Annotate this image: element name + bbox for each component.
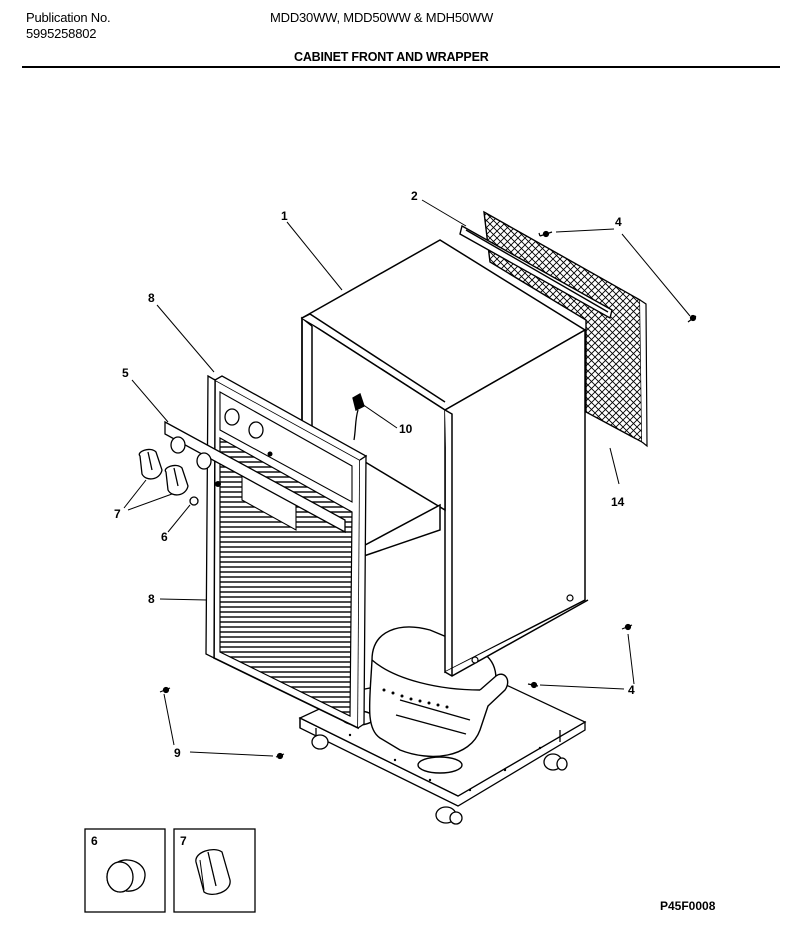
callout-5: 5: [122, 366, 129, 380]
model-numbers: MDD30WW, MDD50WW & MDH50WW: [270, 10, 494, 25]
callout-8-grille: 8: [148, 592, 155, 606]
callout-10: 10: [399, 422, 413, 436]
compressor-dots: [382, 688, 449, 709]
callout-8-top: 8: [148, 291, 155, 305]
callout-4-bottom: 4: [628, 683, 635, 697]
screw-hole: [471, 656, 479, 664]
control-knobs: [138, 448, 189, 496]
screws: [159, 230, 697, 760]
inset-label-7: 7: [180, 834, 187, 848]
control-panel-overlay: [164, 420, 346, 534]
header-rule: [22, 66, 780, 68]
base-dots: [348, 733, 542, 792]
inset-box-bumper: [84, 828, 166, 913]
figure-code: P45F0008: [660, 899, 716, 913]
inset-label-6: 6: [91, 834, 98, 848]
callout-1: 1: [281, 209, 288, 223]
callout-14: 14: [611, 495, 625, 509]
callout-4-top: 4: [615, 215, 622, 229]
callout-7: 7: [114, 507, 121, 521]
callout-6: 6: [161, 530, 168, 544]
screw: [215, 481, 221, 487]
callout-9: 9: [174, 746, 181, 760]
bumper: [189, 496, 199, 506]
callout-2: 2: [411, 189, 418, 203]
screw: [267, 451, 273, 457]
front-panel: [205, 374, 368, 730]
cabinet-wrapper: [300, 239, 589, 700]
casters: [311, 734, 568, 825]
page-title: CABINET FRONT AND WRAPPER: [294, 50, 489, 64]
publication-label: Publication No.: [26, 10, 111, 25]
power-cord: [352, 393, 365, 441]
top-trim-strip: [459, 224, 613, 320]
screw-hole: [566, 594, 574, 602]
publication-number: 5995258802: [26, 26, 97, 41]
inset-box-knob: [173, 828, 256, 913]
leader-lines: [123, 199, 691, 757]
